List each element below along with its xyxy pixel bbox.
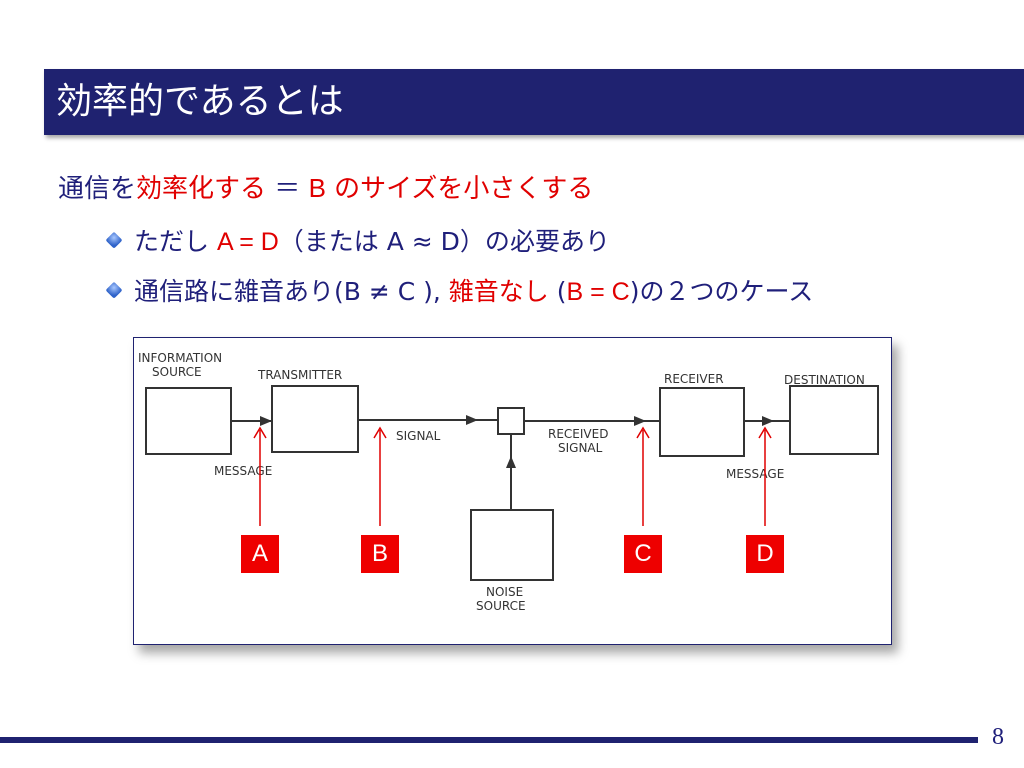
bullet-item-1: ただし A = D（または A ≈ D）の必要あり xyxy=(105,222,610,258)
noise-source-label-line2: SOURCE xyxy=(476,599,526,613)
message-left-label: MESSAGE xyxy=(214,464,272,478)
signal-label: SIGNAL xyxy=(396,429,441,443)
receiver-box xyxy=(659,387,745,457)
marker-a: A xyxy=(241,535,279,573)
main-statement-part1: 通信を xyxy=(58,174,137,204)
bullet-item-2: 通信路に雑音あり(B ≠ C ), 雑音なし (B = C)の２つのケース xyxy=(105,272,814,308)
bullet-diamond-icon xyxy=(105,281,123,299)
noise-junction-box xyxy=(497,407,525,435)
bullet1-part3: （または A ≈ D）の必要あり xyxy=(278,227,610,256)
slide-title: 効率的であるとは xyxy=(56,81,344,122)
received-signal-label-line1: RECEIVED xyxy=(548,427,608,441)
marker-c: C xyxy=(624,535,662,573)
arrowhead-icon xyxy=(466,415,478,425)
main-statement-part2: 効率化する xyxy=(136,174,267,204)
bullet-diamond-icon xyxy=(105,231,123,249)
bullet2-part4: B = C xyxy=(566,278,630,306)
arrowhead-icon xyxy=(634,416,646,426)
main-statement-part5: のサイズを小さくする xyxy=(325,174,594,204)
information-source-box xyxy=(145,387,232,455)
marker-b: B xyxy=(361,535,399,573)
main-statement: 通信を効率化する ＝ B のサイズを小さくする xyxy=(58,168,593,205)
bullet2-part2: 雑音なし xyxy=(448,277,549,306)
pointer-arrow-c-icon xyxy=(636,426,650,439)
arrowhead-icon xyxy=(762,416,774,426)
bullet2-part5: )の２つのケース xyxy=(629,277,814,306)
communication-diagram: INFORMATION SOURCE TRANSMITTER MESSAGE S… xyxy=(133,337,892,645)
arrowhead-icon xyxy=(260,416,272,426)
pointer-arrow-a-icon xyxy=(253,426,267,439)
bullet2-part1: 通信路に雑音あり(B ≠ C ), xyxy=(134,277,449,306)
destination-box xyxy=(789,385,879,455)
info-source-label-line2: SOURCE xyxy=(152,365,202,379)
main-statement-part3: ＝ xyxy=(266,174,309,204)
bullet2-part3: ( xyxy=(548,277,567,306)
pointer-arrow-b-icon xyxy=(373,426,387,439)
noise-source-box xyxy=(470,509,554,581)
destination-label: DESTINATION xyxy=(784,373,865,387)
bullet1-part1: ただし xyxy=(134,227,217,256)
title-bar: 効率的であるとは xyxy=(44,69,1024,135)
noise-source-label-line1: NOISE xyxy=(486,585,523,599)
page-number: 8 xyxy=(992,724,1004,750)
bullet1-part2: A = D xyxy=(216,228,279,256)
transmitter-box xyxy=(271,385,359,453)
main-statement-part4: B xyxy=(308,173,326,203)
pointer-arrow-d-icon xyxy=(758,426,772,439)
receiver-label: RECEIVER xyxy=(664,372,724,386)
message-right-label: MESSAGE xyxy=(726,467,784,481)
arrowhead-icon xyxy=(506,456,516,468)
footer-rule xyxy=(0,737,978,743)
marker-d: D xyxy=(746,535,784,573)
received-signal-label-line2: SIGNAL xyxy=(558,441,603,455)
info-source-label-line1: INFORMATION xyxy=(138,351,222,365)
transmitter-label: TRANSMITTER xyxy=(257,368,342,382)
shannon-diagram-svg: INFORMATION SOURCE TRANSMITTER MESSAGE S… xyxy=(138,351,879,613)
